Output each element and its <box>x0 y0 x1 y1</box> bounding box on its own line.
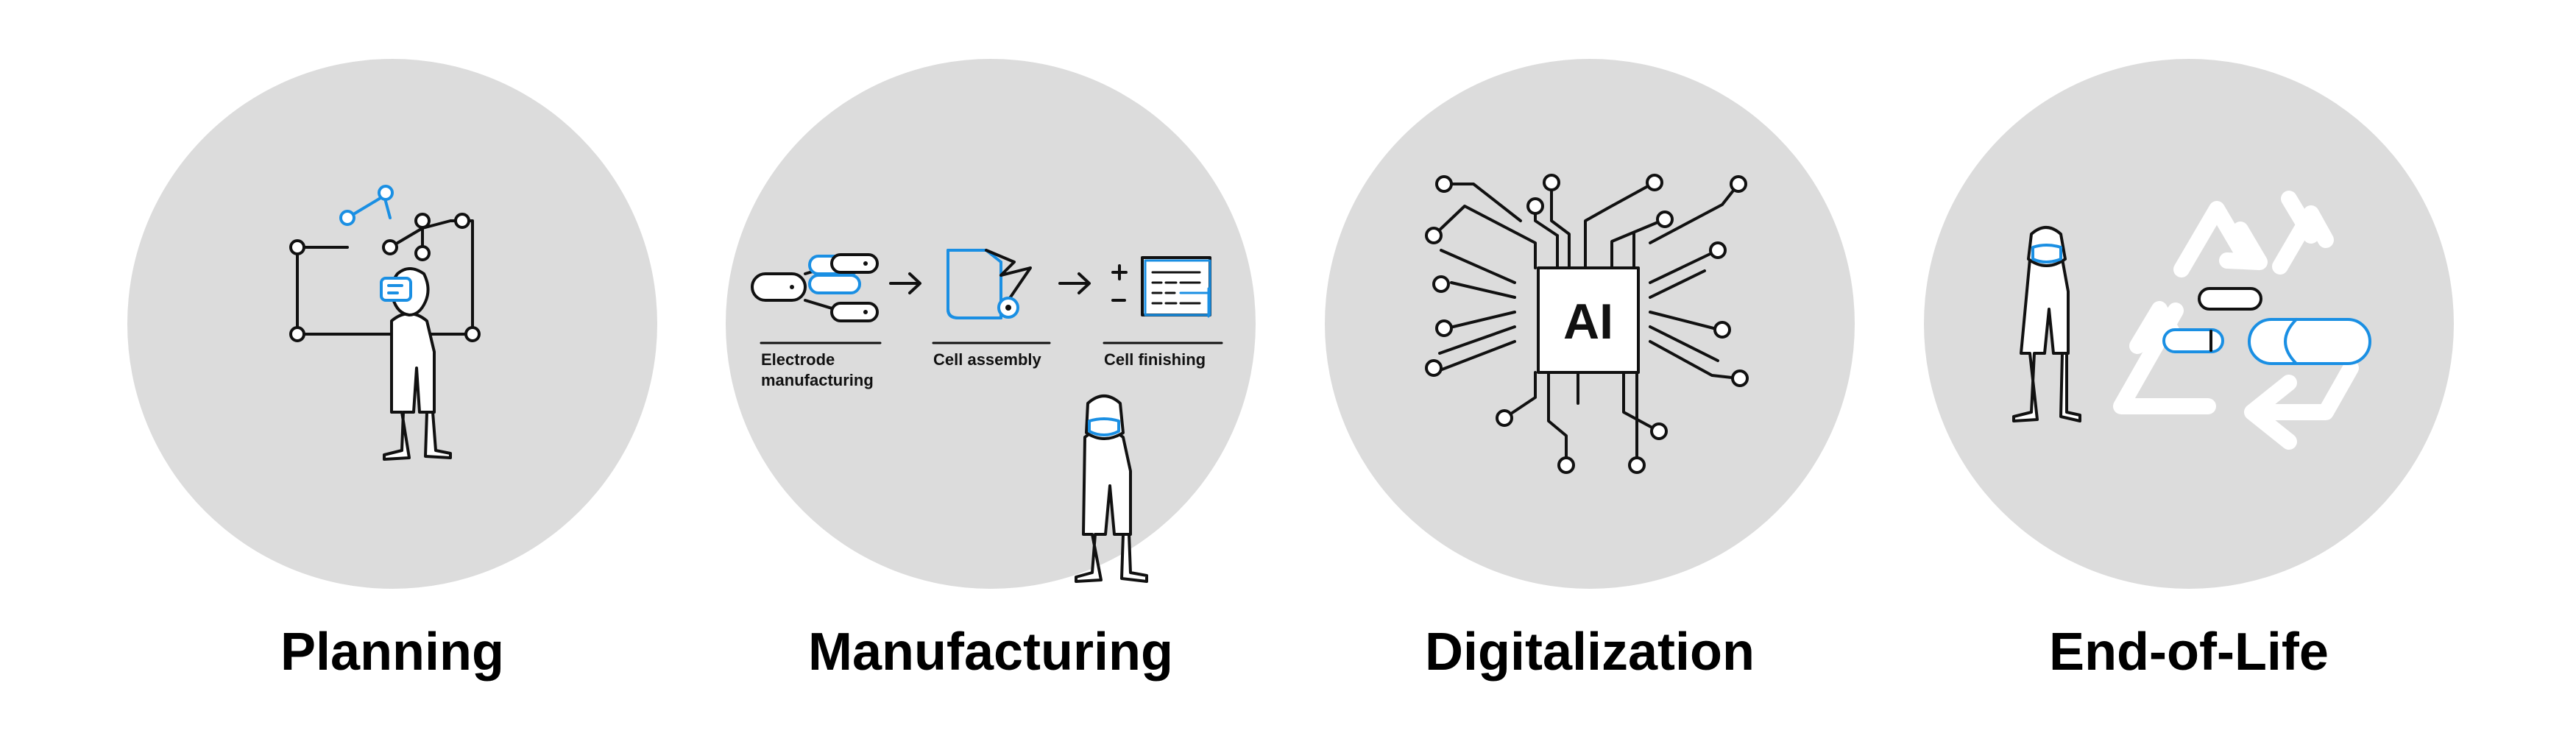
ai-chip-label: AI <box>1563 294 1613 350</box>
planning-worker-vr-icon <box>289 185 481 461</box>
manufacturing-circle <box>726 59 1256 589</box>
step-electrode-line2: manufacturing <box>761 371 874 389</box>
stage-title-end-of-life: End-of-Life <box>2049 623 2329 682</box>
stage-title-manufacturing: Manufacturing <box>808 623 1173 682</box>
ai-chip-icon <box>1425 174 1749 474</box>
stage-title-digitalization: Digitalization <box>1425 623 1755 682</box>
recycling-icon <box>2012 191 2371 450</box>
step-cell-finishing: Cell finishing <box>1104 350 1206 369</box>
end-of-life-circle <box>1924 59 2454 589</box>
step-cell-assembly: Cell assembly <box>933 350 1042 369</box>
stage-title-planning: Planning <box>280 623 504 682</box>
manufacturing-process-icon <box>751 249 1223 583</box>
step-electrode-line1: Electrode <box>761 350 835 369</box>
